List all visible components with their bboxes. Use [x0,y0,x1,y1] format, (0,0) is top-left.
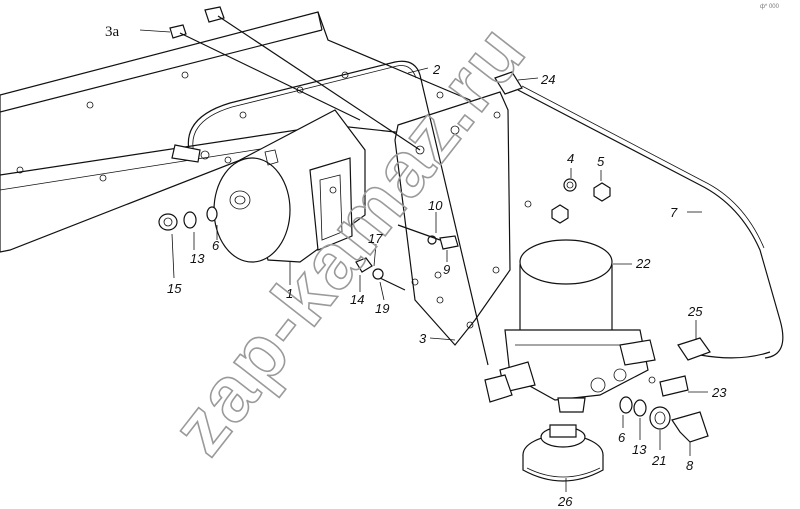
leader-lines [139,29,708,492]
label-5: 5 [597,154,605,169]
label-25: 25 [687,304,703,319]
label-26: 26 [557,494,573,509]
air-dryer [484,239,656,413]
label-13-bottom: 13 [632,442,647,457]
label-8: 8 [686,458,694,473]
label-17: 17 [368,231,383,246]
hardware [158,6,711,443]
label-9: 9 [443,262,450,277]
label-19: 19 [375,301,389,316]
label-2: 2 [432,62,441,77]
label-7: 7 [670,205,678,220]
label-24: 24 [540,72,555,87]
label-14: 14 [350,292,364,307]
label-4: 4 [567,151,574,166]
label-21: 21 [651,453,666,468]
callout-labels: 3a 2 24 4 5 7 10 17 6 13 15 9 22 1 14 19… [105,24,727,509]
label-23: 23 [711,385,727,400]
label-15: 15 [167,281,182,296]
label-13-left: 13 [190,251,205,266]
label-22: 22 [635,256,651,271]
label-3: 3 [419,331,427,346]
corner-code: ф* 000 [760,4,780,10]
pipes [187,60,784,366]
label-1: 1 [286,286,293,301]
label-10: 10 [428,198,443,213]
label-6-bottom: 6 [618,430,626,445]
label-6-left: 6 [212,238,220,253]
mounting-bracket [394,91,511,346]
label-3a: 3a [105,24,120,40]
silencer [522,424,604,482]
